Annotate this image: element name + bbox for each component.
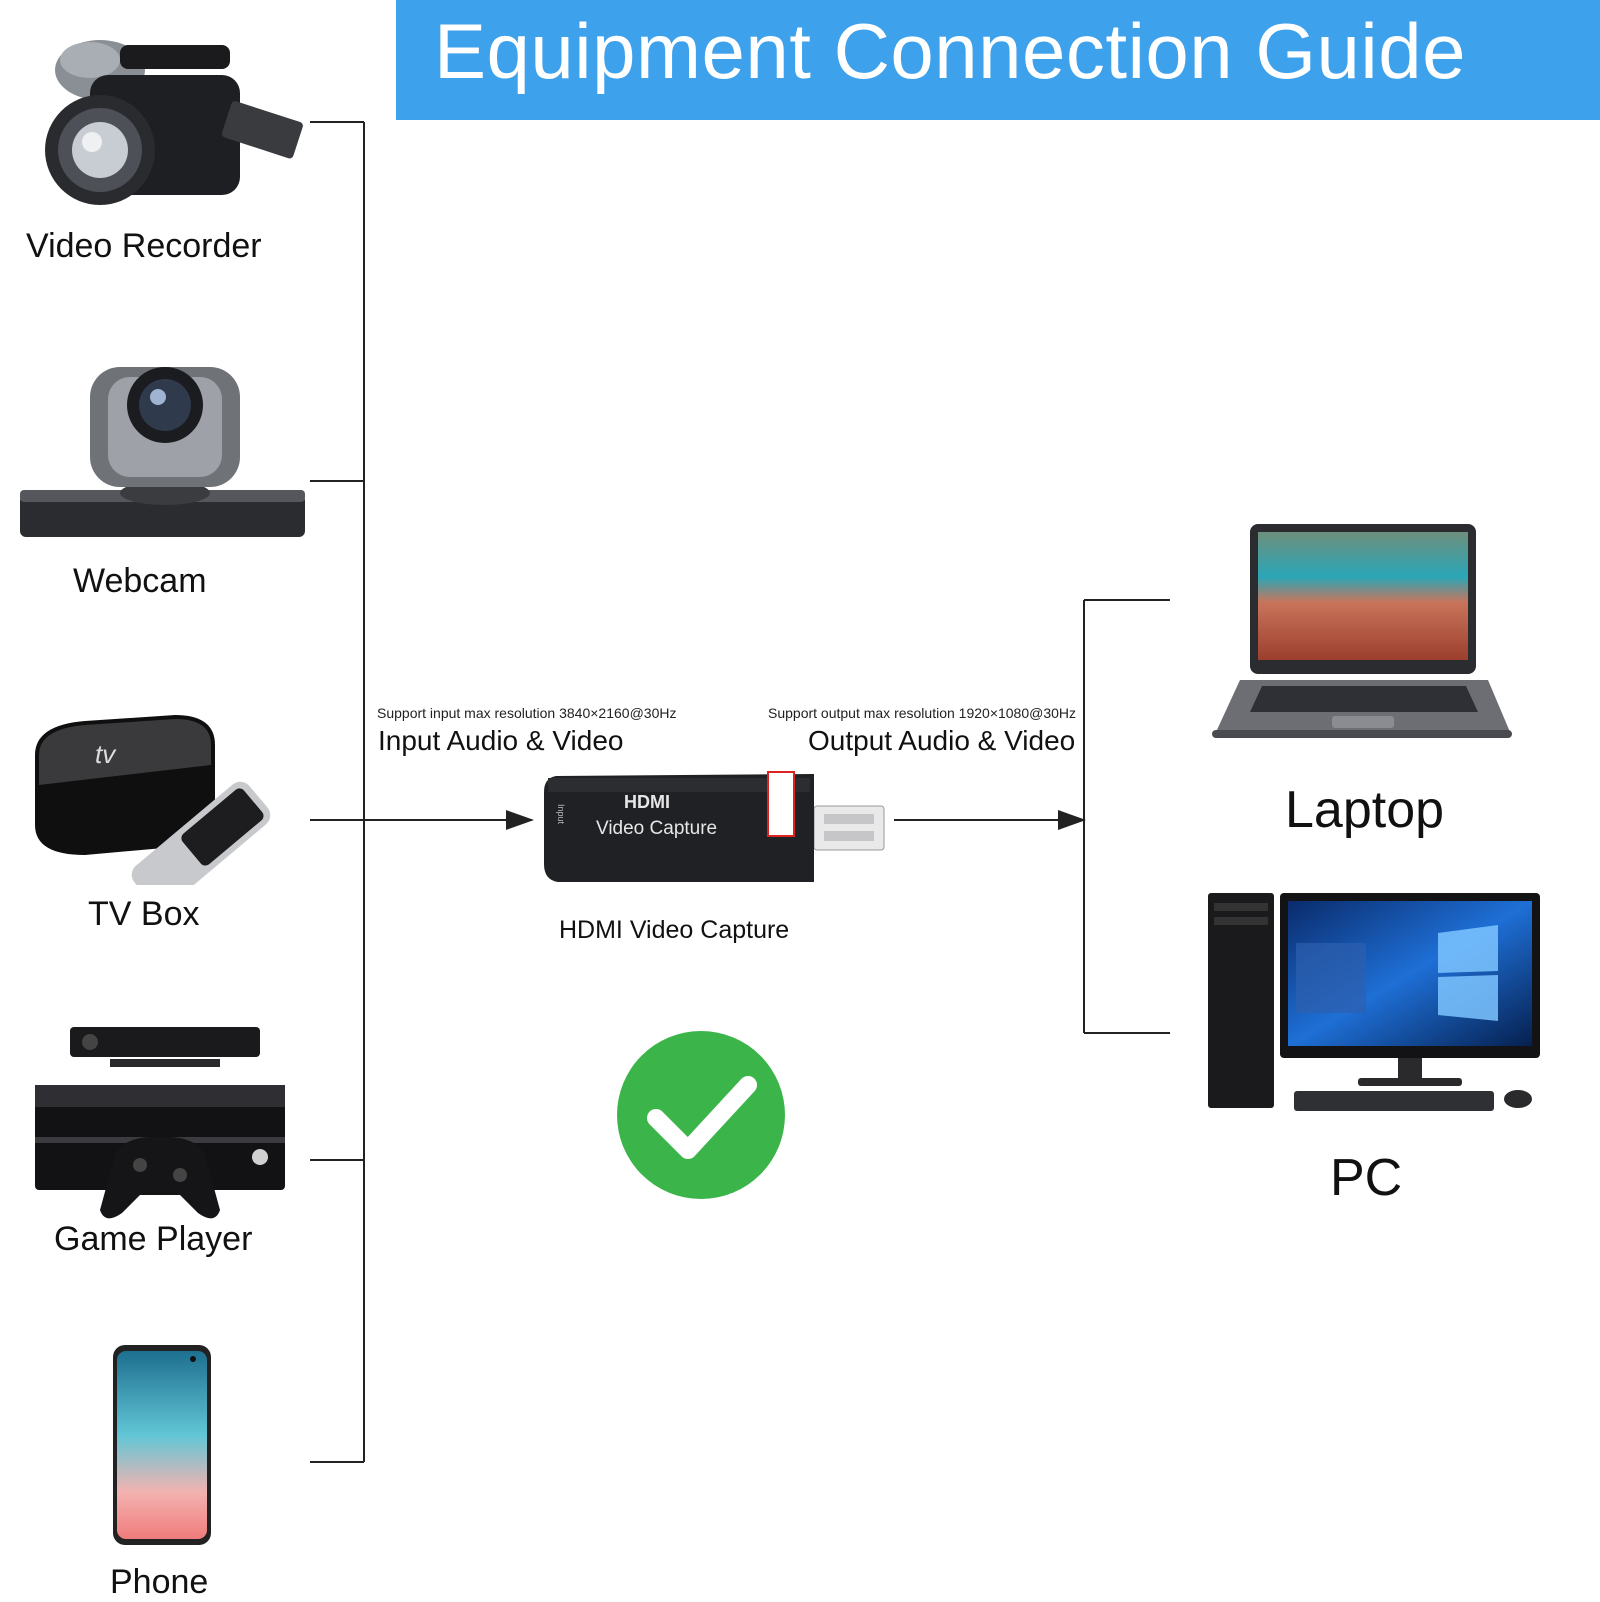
device-brand-text: HDMI — [624, 792, 670, 812]
device-model-text: Video Capture — [596, 818, 717, 839]
svg-text:tv: tv — [95, 739, 117, 769]
tv-box-icon: tv — [35, 715, 271, 885]
source-label-webcam: Webcam — [73, 562, 207, 600]
phone-icon — [113, 1345, 211, 1545]
destination-label-pc: PC — [1330, 1149, 1403, 1207]
source-label-game-player: Game Player — [54, 1220, 253, 1258]
hdmi-capture-device-icon: HDMI Video Capture Input — [544, 771, 885, 882]
desktop-pc-icon — [1208, 893, 1540, 1111]
laptop-icon — [1212, 524, 1512, 738]
device-side-text: Input — [556, 804, 566, 825]
video-recorder-icon — [45, 40, 303, 205]
page-title: Equipment Connection Guide — [434, 7, 1466, 95]
source-label-video-recorder: Video Recorder — [26, 227, 262, 265]
title-banner — [396, 0, 1600, 120]
output-label: Output Audio & Video — [808, 725, 1076, 756]
input-label: Input Audio & Video — [378, 725, 624, 756]
check-circle-icon — [617, 1031, 785, 1199]
input-resolution-note: Support input max resolution 3840×2160@3… — [377, 705, 677, 721]
webcam-icon — [20, 367, 305, 537]
destination-label-laptop: Laptop — [1285, 781, 1445, 839]
source-label-tv-box: TV Box — [88, 895, 200, 933]
capture-device-caption: HDMI Video Capture — [559, 916, 790, 944]
game-console-icon — [35, 1027, 285, 1219]
source-label-phone: Phone — [110, 1563, 209, 1601]
output-resolution-note: Support output max resolution 1920×1080@… — [768, 705, 1077, 721]
